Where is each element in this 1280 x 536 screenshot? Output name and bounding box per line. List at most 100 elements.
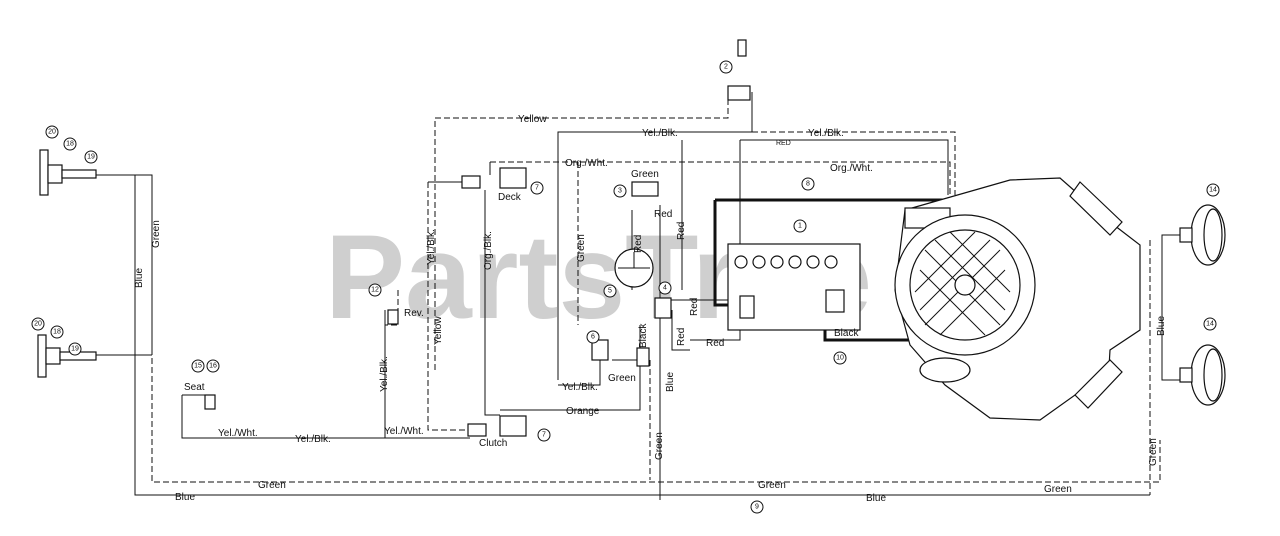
svg-text:18: 18 bbox=[66, 141, 74, 148]
label-red-5: Red bbox=[676, 328, 687, 346]
callout-5: 5 bbox=[603, 284, 617, 298]
wire-org-blk-v bbox=[484, 190, 500, 416]
callout-14-bottom: 14 bbox=[1203, 317, 1217, 331]
wire-red-top bbox=[740, 139, 949, 195]
component-labels: Deck Clutch Rev. Seat bbox=[184, 192, 522, 449]
svg-text:9: 9 bbox=[755, 504, 759, 511]
label-red-1: Red bbox=[654, 209, 672, 220]
callout-14-top: 14 bbox=[1206, 183, 1220, 197]
label-green-bottom1: Green bbox=[258, 480, 286, 491]
svg-text:14: 14 bbox=[1206, 321, 1214, 328]
left-headlight-top bbox=[39, 149, 97, 196]
callout-8: 8 bbox=[801, 177, 815, 191]
left-headlight-bottom bbox=[37, 334, 97, 378]
label-yel-blk-v1: Yel./Blk. bbox=[426, 229, 437, 265]
label-red-top: RED bbox=[776, 140, 791, 147]
callout-19-top: 19 bbox=[84, 150, 98, 164]
wire-yel-blk-top bbox=[557, 92, 753, 380]
svg-text:3: 3 bbox=[618, 188, 622, 195]
callout-20-bottom: 20 bbox=[31, 317, 45, 331]
label-org-wht-top: Org./Wht. bbox=[565, 158, 608, 169]
callout-7-deck: 7 bbox=[530, 181, 544, 195]
callout-9: 9 bbox=[750, 500, 764, 514]
label-green-v2: Green bbox=[654, 432, 665, 460]
label-blue-bottom2: Blue bbox=[866, 493, 886, 504]
wire-green-bottom bbox=[151, 340, 1161, 483]
label-green-right: Green bbox=[1148, 438, 1159, 466]
callout-18-top: 18 bbox=[63, 137, 77, 151]
callout-12: 12 bbox=[368, 283, 382, 297]
label-green-small: Green bbox=[608, 373, 636, 384]
label-red-6: Red bbox=[706, 338, 724, 349]
label-rev: Rev. bbox=[404, 308, 424, 319]
wire-labels: Yellow Yel./Blk. Yel./Blk. RED Org./Wht.… bbox=[134, 114, 1167, 504]
wire-yel-blk-right bbox=[752, 131, 956, 195]
callout-10: 10 bbox=[833, 351, 847, 365]
callout-20-top: 20 bbox=[45, 125, 59, 139]
deck-switch bbox=[461, 167, 527, 189]
wire-yel-blk-v bbox=[427, 182, 468, 431]
label-org-blk-v: Org./Blk. bbox=[483, 231, 494, 270]
wire-right-headlights bbox=[1161, 234, 1182, 381]
wire-rev-switch bbox=[385, 290, 399, 326]
label-blue-mid: Blue bbox=[665, 372, 676, 392]
label-red-2: Red bbox=[633, 235, 644, 253]
wire-yellow-top bbox=[434, 92, 729, 370]
callout-15: 15 bbox=[191, 359, 205, 373]
label-black-battery: Black bbox=[834, 328, 859, 339]
svg-text:5: 5 bbox=[608, 288, 612, 295]
label-yellow-v: Yellow bbox=[433, 316, 444, 345]
callout-3: 3 bbox=[613, 184, 627, 198]
wire-red-lower bbox=[671, 310, 690, 351]
brake-switch bbox=[591, 339, 650, 367]
label-clutch: Clutch bbox=[479, 438, 507, 449]
svg-text:14: 14 bbox=[1209, 187, 1217, 194]
label-seat: Seat bbox=[184, 382, 205, 393]
label-yel-wht-seat: Yel./Wht. bbox=[218, 428, 258, 439]
reverse-switch bbox=[387, 309, 399, 325]
label-yel-blk-seat: Yel./Blk. bbox=[295, 434, 331, 445]
clutch-switch bbox=[467, 415, 527, 437]
callout-6: 6 bbox=[586, 330, 600, 344]
label-green-solenoid: Green bbox=[631, 169, 659, 180]
label-blue-right: Blue bbox=[1156, 316, 1167, 336]
callout-19-bottom: 19 bbox=[68, 342, 82, 356]
svg-text:20: 20 bbox=[34, 321, 42, 328]
label-red-3: Red bbox=[676, 222, 687, 240]
svg-text:2: 2 bbox=[724, 64, 728, 71]
battery bbox=[727, 243, 861, 331]
callout-2: 2 bbox=[719, 60, 733, 74]
label-green-mid: Green bbox=[576, 234, 587, 262]
label-green-bottom2: Green bbox=[758, 480, 786, 491]
wire-left-top-headlight bbox=[96, 174, 153, 355]
label-black-mid: Black bbox=[638, 323, 649, 348]
callout-16: 16 bbox=[206, 359, 220, 373]
ignition-switch bbox=[614, 248, 654, 288]
callout-4: 4 bbox=[658, 281, 672, 295]
svg-text:12: 12 bbox=[371, 287, 379, 294]
callout-1: 1 bbox=[793, 219, 807, 233]
right-headlight-bottom bbox=[1179, 344, 1226, 406]
label-red-4: Red bbox=[689, 298, 700, 316]
wire-org-wht bbox=[490, 161, 951, 195]
label-yellow-top: Yellow bbox=[518, 114, 547, 125]
svg-text:19: 19 bbox=[71, 346, 79, 353]
label-yel-blk-bottom: Yel./Blk. bbox=[562, 382, 598, 393]
label-blue-left: Blue bbox=[134, 268, 145, 288]
label-yel-blk-right: Yel./Blk. bbox=[808, 128, 844, 139]
callouts: 2 3 8 1 5 4 6 7 7 9 10 12 15 16 14 14 20… bbox=[31, 60, 1220, 514]
svg-text:16: 16 bbox=[209, 363, 217, 370]
label-green-bottom3: Green bbox=[1044, 484, 1072, 495]
svg-text:10: 10 bbox=[836, 355, 844, 362]
label-org-wht-right: Org./Wht. bbox=[830, 163, 873, 174]
svg-text:4: 4 bbox=[663, 285, 667, 292]
label-orange: Orange bbox=[566, 406, 600, 417]
svg-text:7: 7 bbox=[535, 185, 539, 192]
label-blue-bottom1: Blue bbox=[175, 492, 195, 503]
svg-text:15: 15 bbox=[194, 363, 202, 370]
svg-text:8: 8 bbox=[806, 181, 810, 188]
engine bbox=[894, 177, 1141, 421]
seat-switch bbox=[182, 394, 216, 410]
